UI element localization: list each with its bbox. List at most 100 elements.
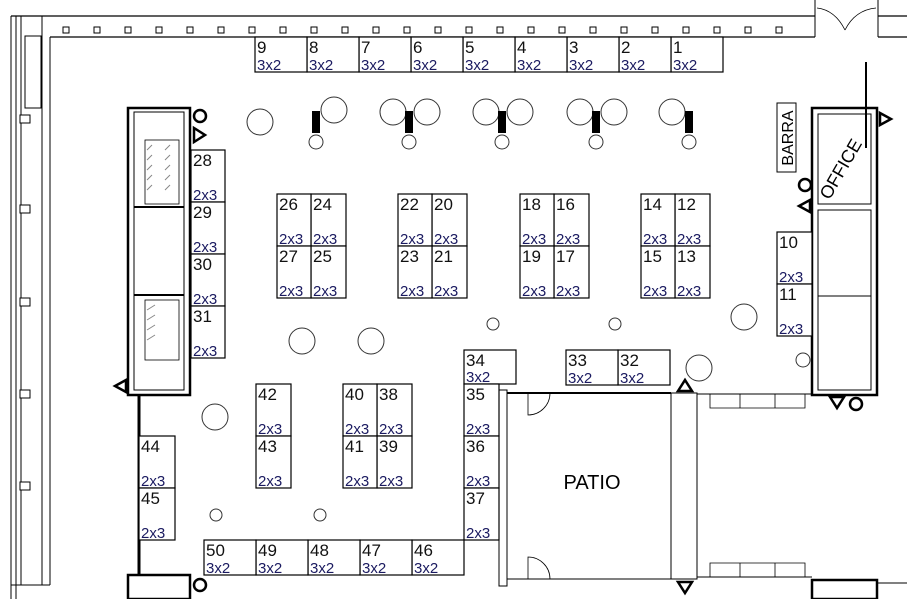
booth-outline (190, 201, 226, 255)
booth-number: 47 (362, 541, 381, 560)
booth-17[interactable]: 17 2x3 (553, 245, 590, 300)
booth-19[interactable]: 19 2x3 (519, 245, 555, 300)
round-table (201, 403, 229, 431)
booth-size: 2x3 (643, 231, 667, 248)
booth-number: 22 (400, 195, 419, 214)
booth-number: 49 (258, 541, 277, 560)
booth-size: 3x2 (621, 57, 645, 74)
booth-number: 26 (279, 195, 298, 214)
booth-number: 43 (258, 437, 277, 456)
booth-size: 3x2 (517, 57, 541, 74)
booth-outline (431, 193, 468, 247)
booth-number: 17 (556, 247, 575, 266)
round-table (209, 508, 223, 522)
booth-size: 3x2 (620, 370, 644, 387)
column-marker (496, 26, 504, 34)
column-marker (558, 26, 566, 34)
booth-size: 2x3 (466, 473, 490, 490)
booth-size: 3x2 (673, 57, 697, 74)
bar-counter (685, 111, 693, 133)
round-table (413, 98, 441, 126)
booth-number: 44 (141, 437, 160, 456)
booth-size: 2x3 (379, 473, 403, 490)
column-marker (19, 204, 31, 214)
column-marker (124, 26, 132, 34)
exit-circle-icon (797, 177, 813, 193)
booth-size: 2x3 (258, 421, 282, 438)
column-marker (372, 26, 380, 34)
booth-size: 2x3 (141, 525, 165, 542)
column-marker (62, 26, 70, 34)
booth-outline (342, 435, 378, 489)
round-table (566, 98, 594, 126)
booth-size: 2x3 (434, 283, 458, 300)
round-table (288, 327, 316, 355)
column-marker (248, 26, 256, 34)
booth-outline (190, 149, 226, 203)
booth-size: 2x3 (522, 283, 546, 300)
booth-outline (519, 193, 555, 247)
column-marker (682, 26, 690, 34)
booth-size: 3x2 (257, 57, 281, 74)
booth-outline (190, 305, 226, 359)
exit-arrow-icon (675, 377, 695, 393)
booth-size: 2x3 (556, 283, 580, 300)
booth-size: 3x2 (310, 560, 334, 577)
booth-outline (276, 193, 312, 247)
booth-outline (463, 487, 500, 541)
booth-outline (276, 245, 312, 299)
booth-number: 19 (522, 247, 541, 266)
booth-number: 33 (568, 351, 587, 370)
column-marker (527, 26, 535, 34)
booth-size: 2x3 (466, 421, 490, 438)
